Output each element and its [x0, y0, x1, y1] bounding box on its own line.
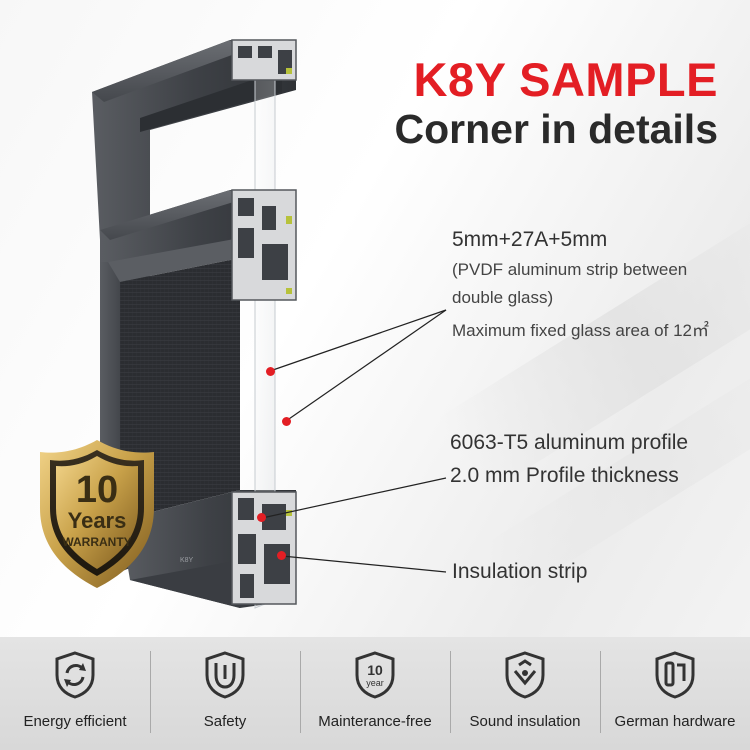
profile-marker-dot [257, 513, 266, 522]
feature-label: Safety [203, 713, 247, 730]
warranty-shield-badge: 10 Years WARRANTY [40, 440, 154, 588]
insulation-marker-dot [277, 551, 286, 560]
insulation-strip-label: Insulation strip [452, 560, 588, 583]
ten-year-icon: 10 year [355, 651, 395, 699]
page-subtitle: Corner in details [394, 106, 718, 152]
feature-sound-insulation: Sound insulation [450, 637, 600, 750]
feature-label: Sound insulation [469, 713, 581, 730]
badge-warranty: WARRANTY [62, 535, 131, 549]
sound-shield-icon [505, 651, 545, 699]
glass-note-line: double glass) [452, 288, 554, 307]
badge-number: 10 [76, 469, 118, 511]
profile-spec-label: 6063-T5 aluminum profile [450, 431, 689, 454]
feature-label: German hardware [614, 713, 736, 730]
energy-cycle-icon [55, 651, 95, 699]
window-profile-illustration: K8Y [92, 39, 297, 609]
feature-label: Mainterance-free [318, 713, 432, 730]
ten-year-word: year [366, 678, 384, 688]
feature-safety: Safety [150, 637, 300, 750]
feature-energy-efficient: Energy efficient [0, 637, 150, 750]
feature-maintenance-free: 10 year Mainterance-free [300, 637, 450, 750]
profile-thickness-label: 2.0 mm Profile thickness [450, 464, 679, 487]
callout-lines [261, 309, 447, 573]
feature-label: Energy efficient [23, 713, 127, 730]
feature-german-hardware: German hardware [600, 637, 750, 750]
glass-note-line: (PVDF aluminum strip between [452, 260, 688, 279]
svg-text:K8Y: K8Y [180, 557, 194, 564]
badge-years: Years [68, 508, 127, 533]
glass-marker-dot [282, 417, 291, 426]
glass-marker-dot [266, 367, 275, 376]
glass-note-line: Maximum fixed glass area of 12㎡ [452, 321, 709, 340]
ten-year-number: 10 [367, 662, 383, 678]
hardware-handle-icon [655, 651, 695, 699]
page-title: K8Y SAMPLE [413, 53, 718, 106]
glass-spec-label: 5mm+27A+5mm [452, 228, 608, 251]
feature-bar: Energy efficient Safety 10 year Maintera… [0, 637, 750, 750]
safety-lock-icon [205, 651, 245, 699]
